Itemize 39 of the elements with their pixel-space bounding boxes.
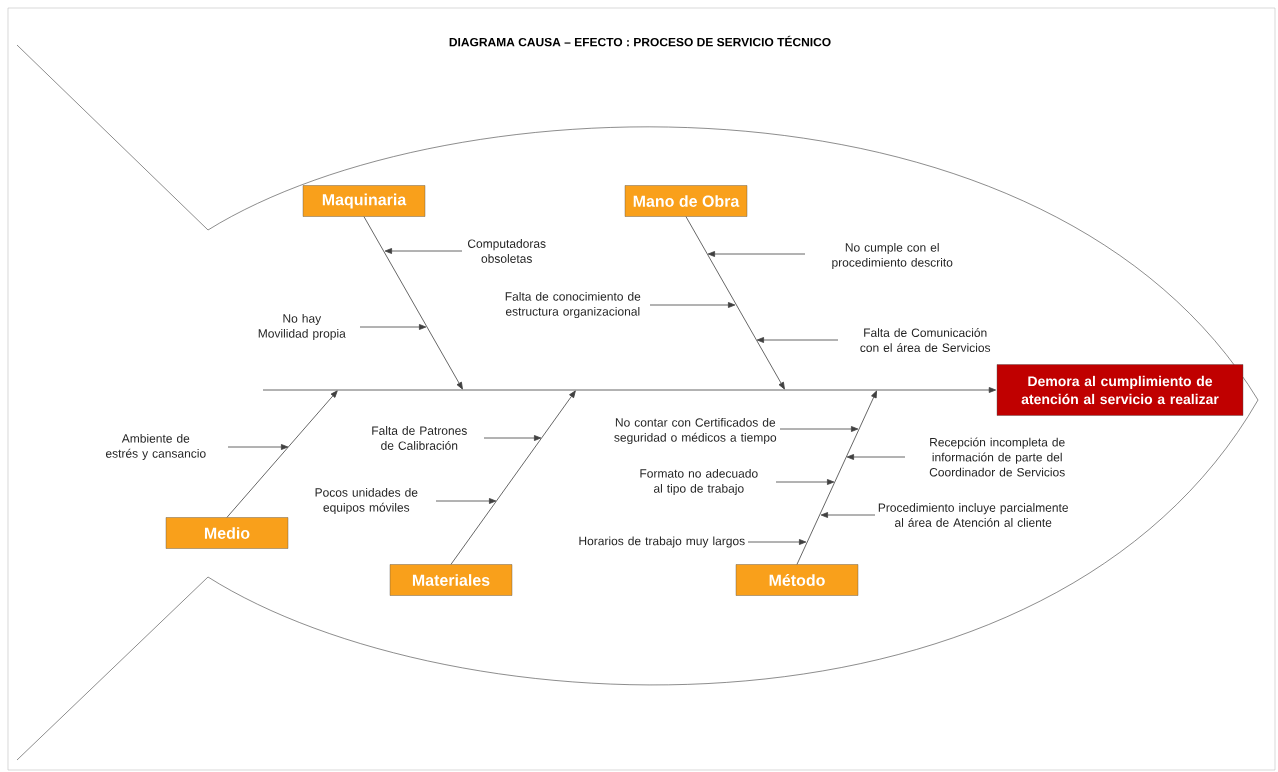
cause-text: Falta de Patrones de Calibración: [372, 426, 467, 450]
cause-text: Falta de conocimiento de estructura organizacional: [505, 291, 641, 319]
cause-arrow: [435, 498, 497, 504]
cause-arrow: [649, 302, 736, 308]
cause-text: Horarios de trabajo muy largos: [579, 536, 745, 548]
cause-arrow: [747, 539, 807, 545]
category-box: Mano de Obra: [624, 185, 748, 217]
cause-arrow: [384, 248, 463, 254]
cause-text: Falta de Comunicación con el área de Servicios: [860, 328, 991, 352]
cause-arrow: [483, 435, 542, 441]
title: DIAGRAMA CAUSA – EFECTO : PROCESO DE SERVICIO TÉCNICO: [449, 35, 831, 47]
bone-arrow: [450, 390, 576, 565]
bone-arrow: [796, 390, 877, 565]
cause-arrow: [756, 337, 839, 343]
cause-text: Formato no adecuado al tipo de trabajo: [640, 468, 758, 496]
bone-arrow: [363, 216, 463, 390]
cause-text: No hay Movilidad propia: [258, 313, 346, 341]
cause-arrow: [227, 444, 289, 450]
cause-text: No contar con Certificados de seguridad o médicos a tiempo: [614, 417, 777, 445]
bone-arrow: [685, 216, 785, 390]
cause-text: Pocos unidades de equipos móviles: [315, 487, 418, 515]
cause-text: Ambiente de estrés y cansancio: [105, 433, 206, 461]
cause-arrow: [779, 426, 859, 432]
category-box: Método: [735, 564, 859, 596]
cause-text: No cumple con el procedimiento descrito: [832, 242, 953, 270]
cause-arrow: [775, 479, 835, 485]
cause-arrow: [820, 512, 876, 518]
category-box: Materiales: [389, 564, 513, 596]
bone-arrow: [226, 390, 338, 518]
category-box: Medio: [165, 517, 289, 549]
cause-text: Computadoras obsoletas: [467, 239, 546, 263]
cause-arrow: [359, 324, 427, 330]
spine-arrow: [262, 387, 997, 393]
cause-text: Procedimiento incluye parcialmente al área de Atención al cliente: [878, 503, 1068, 527]
effect-box: Demora al cumplimiento de atención al servicio a realizar: [996, 364, 1244, 416]
cause-arrow: [707, 251, 806, 257]
cause-arrow: [846, 454, 906, 460]
cause-text: Recepción incompleta de información de parte del Coordinador de Servicios: [929, 437, 1065, 477]
category-box: Maquinaria: [302, 185, 426, 217]
